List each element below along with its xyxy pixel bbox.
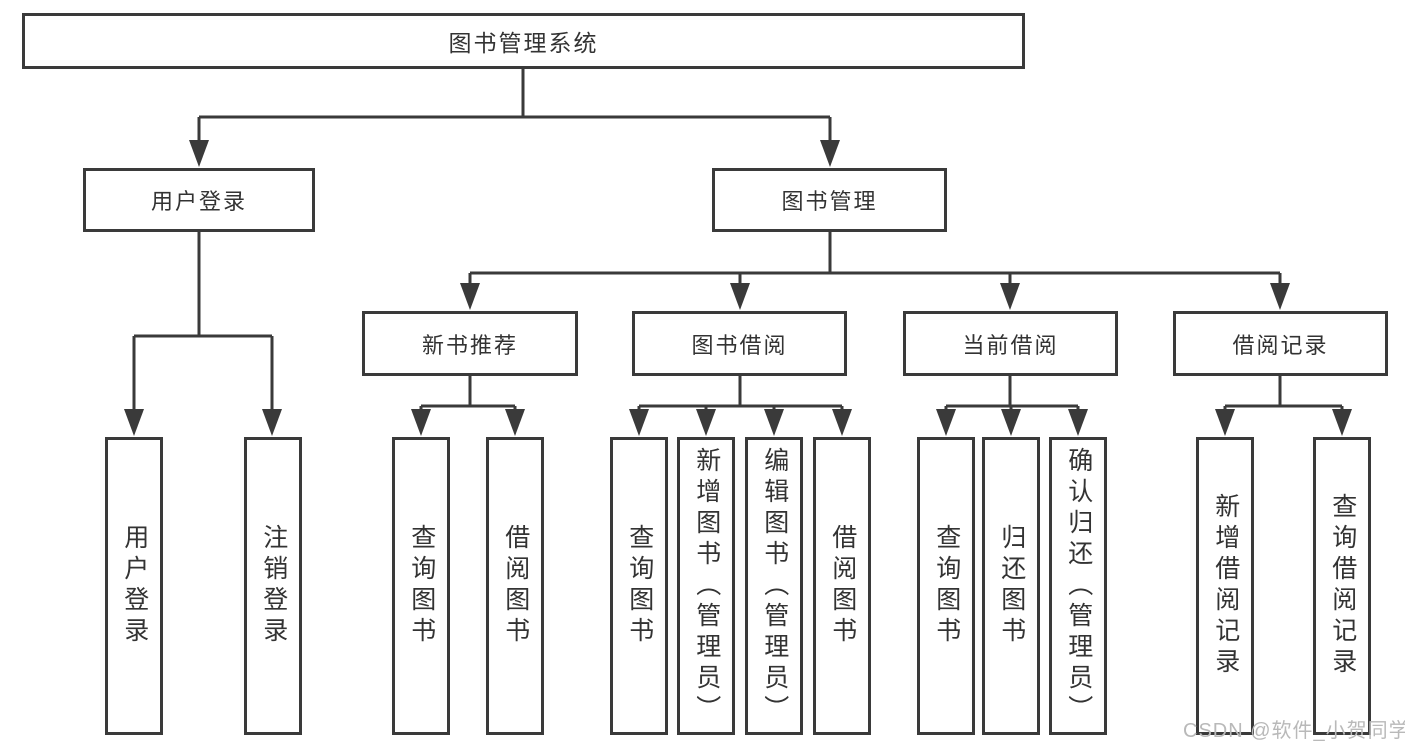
node-label: 编辑图书（管理员） bbox=[760, 446, 789, 726]
node-label: 图书管理 bbox=[781, 189, 878, 214]
leaf-confirm-return-admin: 确认归还（管理员） bbox=[1049, 437, 1107, 735]
leaf-query-books-current: 查询图书 bbox=[917, 437, 975, 735]
leaf-borrow-books: 借阅图书 bbox=[813, 437, 871, 735]
leaf-add-books-admin: 新增图书（管理员） bbox=[677, 437, 735, 735]
node-label: 查询借阅记录 bbox=[1328, 493, 1357, 679]
node-label: 查询图书 bbox=[625, 524, 654, 648]
leaf-query-borrow-record: 查询借阅记录 bbox=[1313, 437, 1371, 735]
node-book-management: 图书管理 bbox=[712, 168, 947, 232]
leaf-query-books-borrow: 查询图书 bbox=[610, 437, 668, 735]
node-label: 借阅图书 bbox=[828, 524, 857, 648]
node-label: 当前借阅 bbox=[962, 332, 1059, 358]
leaf-return-books: 归还图书 bbox=[982, 437, 1040, 735]
node-book-borrow: 图书借阅 bbox=[632, 311, 847, 376]
node-borrow-records: 借阅记录 bbox=[1173, 311, 1388, 376]
node-label: 借阅记录 bbox=[1232, 332, 1329, 358]
csdn-watermark: CSDN @软件_小贺同学 bbox=[1183, 720, 1405, 742]
node-label: 图书管理系统 bbox=[448, 30, 599, 56]
node-label: 新增图书（管理员） bbox=[692, 446, 721, 726]
node-library-management-system: 图书管理系统 bbox=[22, 13, 1025, 69]
node-label: 借阅图书 bbox=[501, 524, 530, 648]
leaf-logout: 注销登录 bbox=[244, 437, 302, 735]
node-label: 图书借阅 bbox=[691, 332, 788, 358]
node-label: 查询图书 bbox=[932, 524, 961, 648]
leaf-borrow-books-recommend: 借阅图书 bbox=[486, 437, 544, 735]
leaf-add-borrow-record: 新增借阅记录 bbox=[1196, 437, 1254, 735]
node-label: 用户登录 bbox=[150, 189, 247, 214]
node-new-book-recommend: 新书推荐 bbox=[362, 311, 578, 376]
node-label: 归还图书 bbox=[997, 524, 1026, 648]
node-label: 注销登录 bbox=[259, 524, 288, 648]
leaf-user-login: 用户登录 bbox=[105, 437, 163, 735]
leaf-edit-books-admin: 编辑图书（管理员） bbox=[745, 437, 803, 735]
leaf-query-books-recommend: 查询图书 bbox=[392, 437, 450, 735]
node-current-borrow: 当前借阅 bbox=[903, 311, 1118, 376]
node-label: 查询图书 bbox=[407, 524, 436, 648]
node-label: 用户登录 bbox=[120, 524, 149, 648]
node-label: 确认归还（管理员） bbox=[1064, 446, 1093, 726]
node-label: 新书推荐 bbox=[421, 332, 518, 358]
node-user-login: 用户登录 bbox=[83, 168, 315, 232]
node-label: 新增借阅记录 bbox=[1211, 493, 1240, 679]
